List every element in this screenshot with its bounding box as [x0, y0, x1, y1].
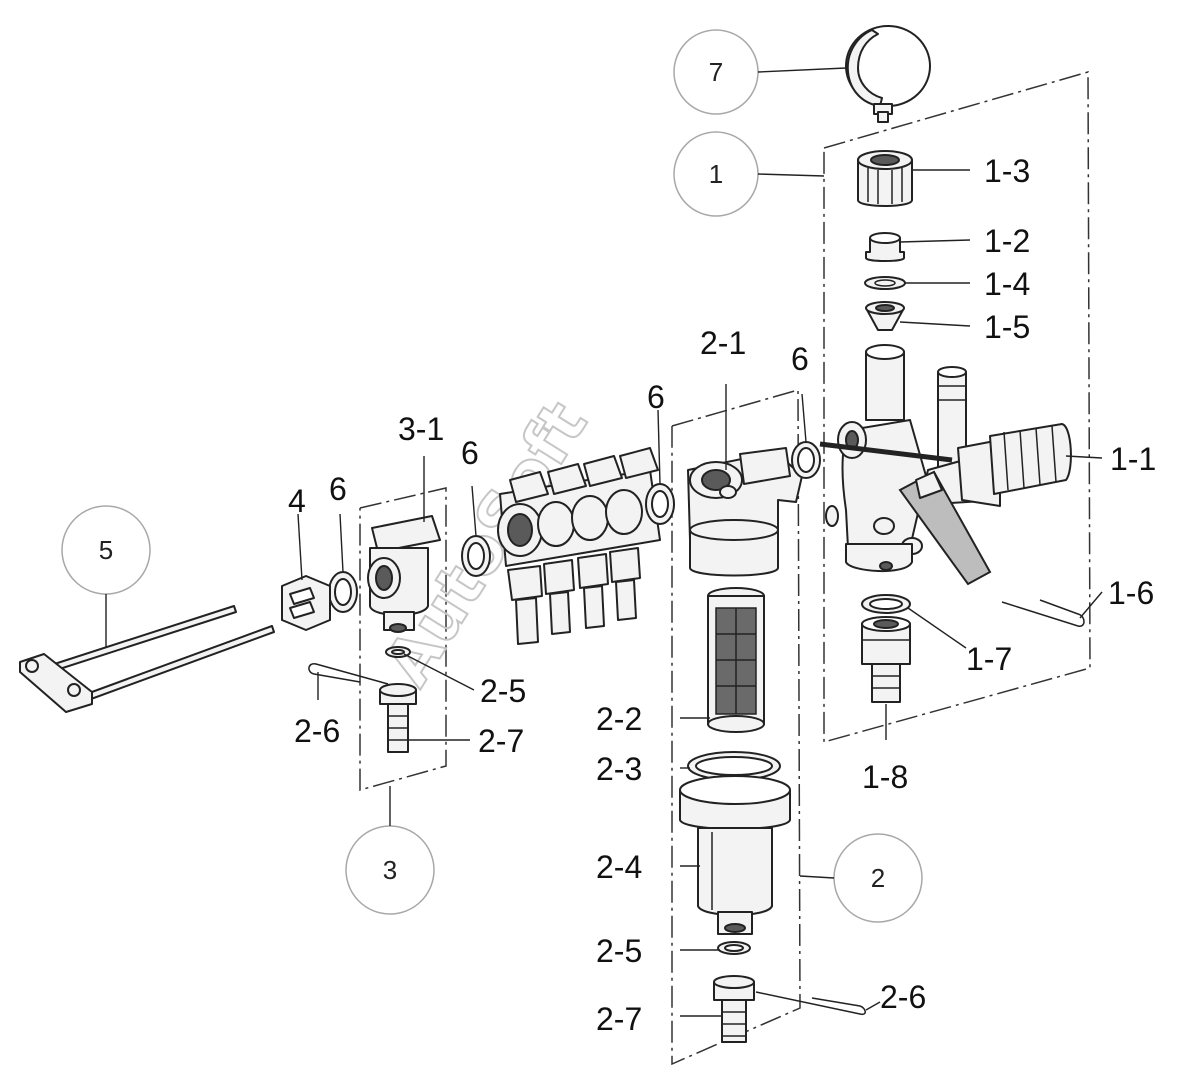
- leader-lines: [297, 169, 1103, 1017]
- part-labels: 1-3 1-2 1-4 1-5 2-1 6 6 6 3-1 6 4 1-1 1-…: [288, 153, 1156, 1037]
- label-1-6: 1-6: [1108, 575, 1154, 611]
- label-2-2: 2-2: [596, 701, 642, 737]
- support-rods-5: [19, 605, 275, 713]
- bubble-7-text: 7: [709, 57, 723, 87]
- bubble-7: 7: [673, 29, 847, 115]
- label-2-5-bottom: 2-5: [596, 933, 642, 969]
- filter-head-2-1: [687, 447, 803, 577]
- pressure-gauge: [845, 25, 931, 123]
- label-6-end-valve: 6: [329, 471, 347, 507]
- clip-1-6: [1001, 599, 1085, 627]
- o-ring-2-5-group-3: [385, 646, 411, 658]
- plug-4: [281, 575, 331, 631]
- ring-6-manifold-right: [791, 441, 821, 479]
- label-2-5-group-3: 2-5: [480, 673, 526, 709]
- seal-ring-2-3: [687, 751, 781, 781]
- label-1-3: 1-3: [984, 153, 1030, 189]
- o-ring-2-5-bottom: [717, 941, 751, 955]
- ring-1-7: [861, 594, 911, 614]
- bubble-5: 5: [61, 505, 151, 652]
- frame-group-2: [671, 389, 801, 1066]
- bubble-3: 3: [345, 786, 435, 915]
- label-4: 4: [288, 483, 306, 519]
- label-3-1: 3-1: [398, 411, 444, 447]
- label-2-6-bottom: 2-6: [880, 979, 926, 1015]
- filter-bowl-2-4: [679, 775, 791, 935]
- label-6-right: 6: [791, 341, 809, 377]
- label-6-manifold: 6: [461, 435, 479, 471]
- bubble-2-text: 2: [871, 863, 885, 893]
- valve-body-1-1: [819, 344, 1072, 586]
- insert-1-2: [865, 232, 905, 262]
- bubble-3-text: 3: [383, 855, 397, 885]
- label-1-7: 1-7: [966, 641, 1012, 677]
- bubble-1-text: 1: [709, 159, 723, 189]
- label-1-8: 1-8: [862, 759, 908, 795]
- bubble-5-text: 5: [99, 535, 113, 565]
- nut-1-3: [857, 150, 913, 207]
- drain-plug-2-7-group-3: [379, 683, 417, 753]
- clip-2-6-group-3: [308, 663, 389, 685]
- frame-group-3: [359, 487, 447, 791]
- label-2-1: 2-1: [700, 325, 746, 361]
- label-1-2: 1-2: [984, 223, 1030, 259]
- label-2-6-group-3: 2-6: [294, 713, 340, 749]
- ring-6-end-valve: [328, 571, 358, 613]
- bubble-1: 1: [673, 131, 825, 217]
- label-2-4: 2-4: [596, 849, 642, 885]
- frame-group-1: [823, 71, 1091, 743]
- filter-screen-2-2: [707, 587, 765, 733]
- clip-2-6-bottom: [755, 991, 866, 1016]
- label-6-filter: 6: [647, 379, 665, 415]
- washer-1-4: [864, 276, 906, 290]
- label-2-7-bottom: 2-7: [596, 1001, 642, 1037]
- drain-plug-2-7-bottom: [713, 975, 755, 1043]
- label-1-4: 1-4: [984, 266, 1030, 302]
- callout-bubbles: 7 1 5 3 2: [61, 29, 923, 923]
- group-frames: [359, 71, 1091, 1066]
- hose-barb-1-8: [861, 616, 911, 703]
- cone-1-5: [865, 301, 905, 331]
- ring-6-manifold-filter: [645, 483, 675, 525]
- label-1-1: 1-1: [1110, 441, 1156, 477]
- bubble-2: 2: [799, 833, 923, 923]
- distribution-manifold: [497, 447, 661, 645]
- label-2-7-group-3: 2-7: [478, 723, 524, 759]
- end-valve-3-1: [367, 515, 441, 633]
- label-1-5: 1-5: [984, 309, 1030, 345]
- label-2-3: 2-3: [596, 751, 642, 787]
- ring-6-manifold-left: [461, 535, 491, 577]
